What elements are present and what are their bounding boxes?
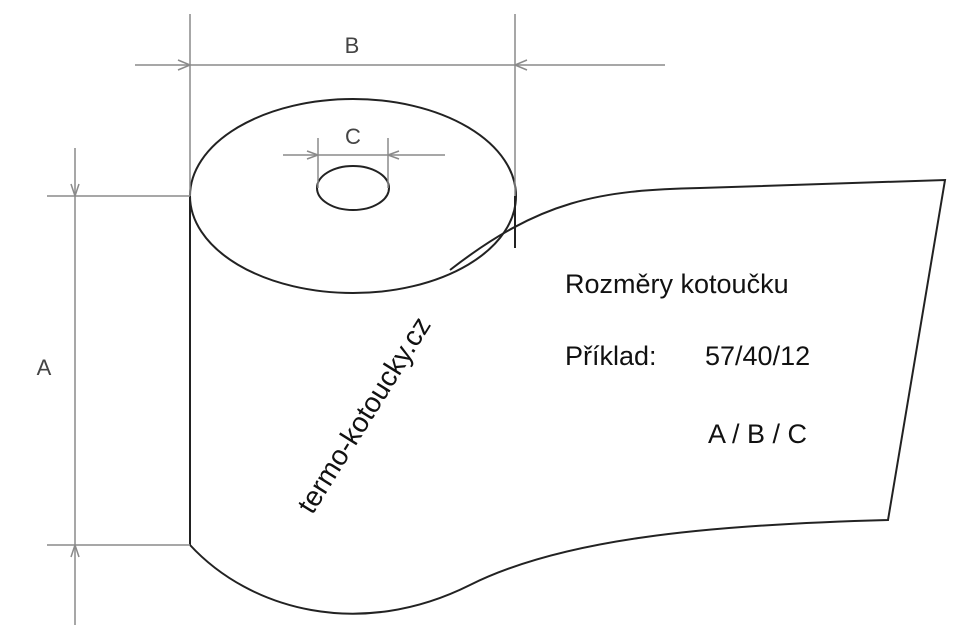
roll-core-hole: [316, 165, 390, 211]
label-c: C: [345, 124, 361, 149]
dimension-c: C: [283, 124, 445, 188]
paper-strip: [189, 178, 947, 615]
title-text: Rozměry kotoučku: [565, 269, 789, 299]
dimension-a: A: [37, 148, 190, 625]
legend-text: A / B / C: [708, 419, 807, 449]
dimension-b: B: [135, 14, 665, 196]
label-b: B: [345, 33, 360, 58]
label-a: A: [37, 355, 52, 380]
example-label: Příklad:: [565, 341, 657, 371]
example-value: 57/40/12: [705, 341, 810, 371]
watermark-text: termo-kotoucky.cz: [291, 311, 437, 518]
